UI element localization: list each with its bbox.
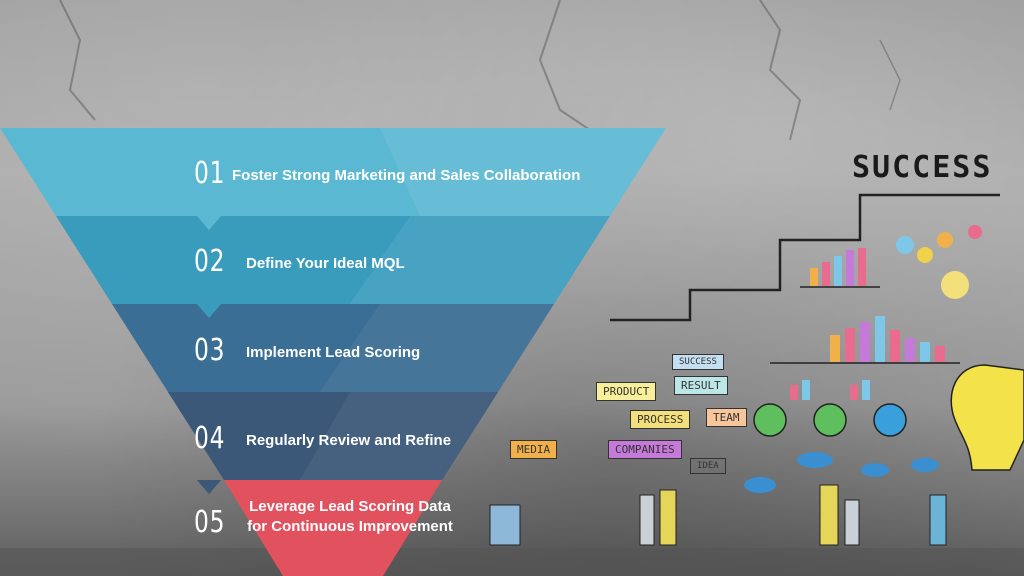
step-label-5-line1: Leverage Lead Scoring Data	[249, 498, 451, 515]
funnel-layer-4-notch	[197, 480, 221, 494]
funnel-layer-2	[56, 216, 610, 318]
funnel-layer-3-highlight	[320, 304, 554, 392]
funnel-layer-1	[0, 128, 666, 230]
doodle-bar-chart-mid	[770, 316, 960, 364]
funnel-layer-3	[112, 304, 554, 406]
doodle-product: PRODUCT	[596, 382, 657, 401]
doodle-process: PROCESS	[630, 410, 691, 429]
funnel-layer-2-highlight	[350, 216, 610, 304]
step-number-3: 03	[194, 333, 226, 368]
success-doodle-text: SUCCESS	[852, 150, 993, 185]
doodle-success-small: SUCCESS	[672, 354, 724, 370]
step-number-5: 05	[194, 505, 226, 540]
step-number-1: 01	[194, 156, 226, 191]
doodle-media: MEDIA	[510, 440, 558, 459]
doodle-result: RESULT	[674, 376, 728, 395]
funnel-layer-1-highlight	[380, 128, 666, 216]
funnel-layer-5	[224, 480, 442, 576]
doodle-bar-chart-top	[800, 248, 880, 288]
step-number-4: 04	[194, 421, 226, 456]
doodle-idea: IDEA	[690, 458, 726, 474]
step-label-2: Define Your Ideal MQL	[246, 255, 405, 272]
step-label-1: Foster Strong Marketing and Sales Collab…	[232, 167, 581, 184]
doodle-companies: COMPANIES	[608, 440, 682, 459]
funnel-layer-4-fill	[168, 392, 498, 480]
step-label-3: Implement Lead Scoring	[246, 344, 421, 361]
step-number-2: 02	[194, 244, 226, 279]
doodle-team: TEAM	[706, 408, 747, 427]
step-label-4: Regularly Review and Refine	[246, 432, 452, 449]
funnel-layer-4-highlight	[300, 392, 498, 480]
step-label-5-line2: for Continuous Improvement	[247, 518, 453, 535]
step-label-5: Leverage Lead Scoring Data for Continuou…	[234, 497, 466, 537]
